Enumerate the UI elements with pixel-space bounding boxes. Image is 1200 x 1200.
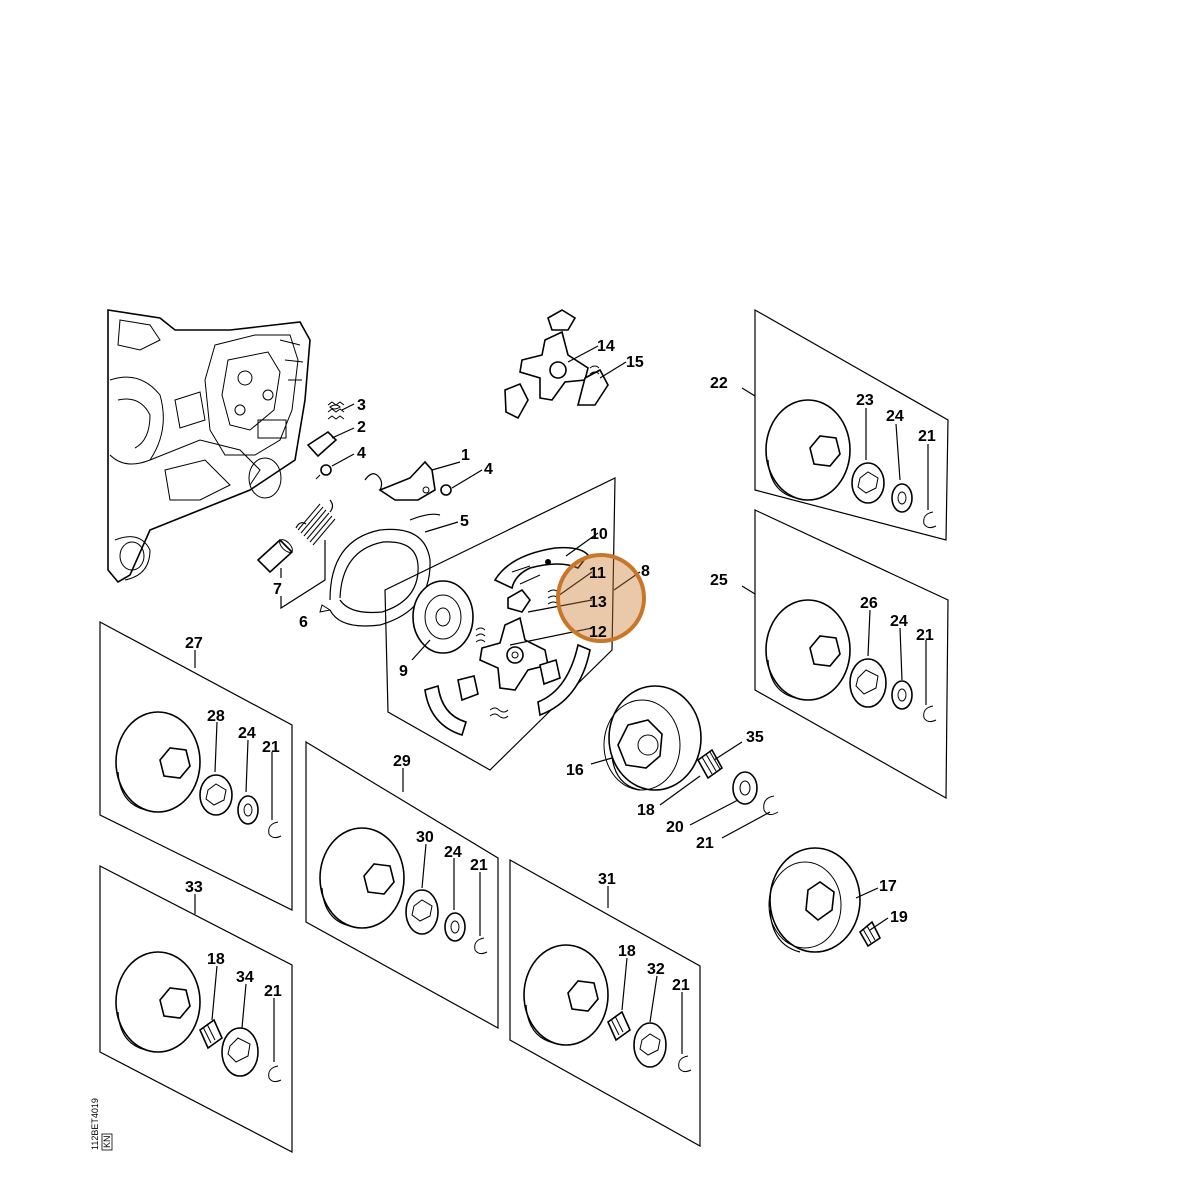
label-21-box29: 21 xyxy=(470,857,488,874)
label-31: 31 xyxy=(598,871,616,888)
label-33: 33 xyxy=(185,879,203,896)
part-number-labels: 1 2 3 4 4 5 6 7 8 9 10 11 12 13 14 15 16… xyxy=(185,338,936,1000)
pawl-lever-1 xyxy=(364,460,436,501)
label-2: 2 xyxy=(357,419,366,436)
clutch-shoe-lower-left xyxy=(424,675,479,737)
label-4-right: 4 xyxy=(484,461,493,478)
label-27: 27 xyxy=(185,635,203,652)
drawing-code-text: 112BET4019 xyxy=(90,1098,100,1150)
clutch-segment-upper xyxy=(507,588,531,613)
label-14: 14 xyxy=(597,338,615,355)
label-21-center: 21 xyxy=(696,835,714,852)
clutch-shoe-10 xyxy=(493,546,590,590)
label-34: 34 xyxy=(236,969,254,986)
label-8: 8 xyxy=(641,563,650,580)
label-20: 20 xyxy=(666,819,684,836)
label-15: 15 xyxy=(626,354,644,371)
label-4-left: 4 xyxy=(357,445,366,462)
label-21-box22: 21 xyxy=(918,428,936,445)
sprocket-drum-16 xyxy=(603,685,702,791)
label-24-box29: 24 xyxy=(444,844,462,861)
needle-cage-19 xyxy=(858,920,882,948)
clutch-spring-15 xyxy=(576,365,609,406)
label-21-box25: 21 xyxy=(916,627,934,644)
clutch-drum-washer-9 xyxy=(412,580,474,654)
kit-box-33 xyxy=(99,865,293,1153)
kit-box-27 xyxy=(99,620,293,911)
label-5: 5 xyxy=(460,513,469,530)
label-28: 28 xyxy=(207,708,225,725)
clutch-carrier xyxy=(479,616,549,691)
kit-box-22 xyxy=(754,308,949,541)
label-21-box27: 21 xyxy=(262,739,280,756)
clutch-shoe-lower-right xyxy=(537,643,591,717)
e-clip-21-center xyxy=(763,795,779,816)
label-21-box31: 21 xyxy=(672,977,690,994)
drawing-code-suffix: KN xyxy=(102,1135,112,1148)
engine-housing xyxy=(107,309,311,584)
label-24-box25: 24 xyxy=(890,613,908,630)
sprocket-17 xyxy=(768,847,861,953)
washer-4-right xyxy=(440,484,452,496)
label-30: 30 xyxy=(416,829,434,846)
sleeve-7 xyxy=(256,538,294,574)
label-21-box33: 21 xyxy=(264,983,282,1000)
label-18-box33: 18 xyxy=(207,951,225,968)
label-1: 1 xyxy=(461,447,470,464)
kit-box-31 xyxy=(509,858,701,1148)
label-26: 26 xyxy=(860,595,878,612)
brake-band-5 xyxy=(319,513,441,627)
highlight-circle xyxy=(556,553,646,643)
label-29: 29 xyxy=(393,753,411,770)
label-22: 22 xyxy=(710,375,728,392)
label-9: 9 xyxy=(399,663,408,680)
label-19: 19 xyxy=(890,909,908,926)
spring-6 xyxy=(295,499,336,546)
leader-lines xyxy=(194,345,929,1062)
label-18-box31: 18 xyxy=(618,943,636,960)
label-24-box27: 24 xyxy=(238,725,256,742)
clutch-carrier-14 xyxy=(504,309,589,420)
label-11: 11 xyxy=(589,565,606,582)
washer-4-left xyxy=(315,464,332,480)
label-17: 17 xyxy=(879,878,897,895)
label-25: 25 xyxy=(710,572,728,589)
label-32: 32 xyxy=(647,961,665,978)
label-24-box22: 24 xyxy=(886,408,904,425)
needle-cage-35 xyxy=(696,748,724,780)
kit-box-25 xyxy=(754,509,949,800)
lever-2 xyxy=(306,430,338,458)
label-16: 16 xyxy=(566,762,584,779)
spring-3 xyxy=(327,401,345,420)
label-13: 13 xyxy=(589,594,607,611)
spring-13 xyxy=(475,627,486,643)
label-6: 6 xyxy=(299,614,308,631)
label-18-center: 18 xyxy=(637,802,655,819)
washer-20 xyxy=(732,771,758,805)
label-7: 7 xyxy=(273,581,282,598)
label-10: 10 xyxy=(590,526,608,543)
kit-box-29 xyxy=(305,740,499,1030)
label-12: 12 xyxy=(589,624,607,641)
drawing-code: 112BET4019 KN xyxy=(90,1098,113,1151)
label-35: 35 xyxy=(746,729,764,746)
label-23: 23 xyxy=(856,392,874,409)
label-3: 3 xyxy=(357,397,366,414)
spring-lower xyxy=(489,707,509,719)
